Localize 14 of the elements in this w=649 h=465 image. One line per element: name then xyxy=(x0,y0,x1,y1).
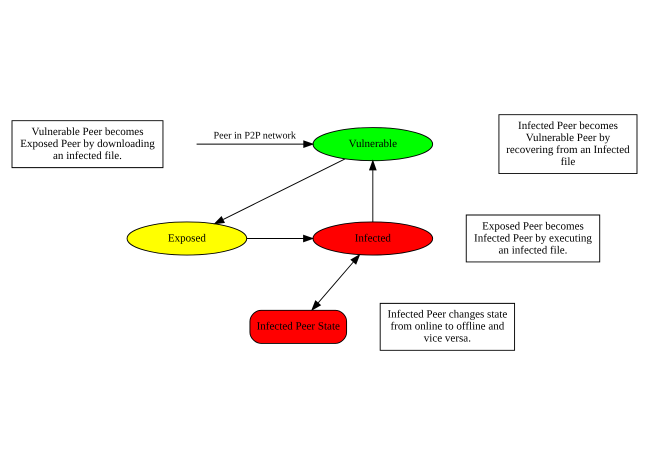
node-ellipse: Vulnerable xyxy=(312,127,434,162)
arrow xyxy=(196,140,314,148)
arrow xyxy=(368,159,377,222)
arrow xyxy=(311,254,360,312)
node-box: Infected Peer becomes Vulnerable Peer by recovering from an Infected file xyxy=(498,114,638,174)
node-box: Infected Peer changes state from online to offline and vice versa. xyxy=(380,302,516,351)
node-box: Vulnerable Peer becomes Exposed Peer by downloading an infected file. xyxy=(12,120,164,168)
node-box: Infected Peer State xyxy=(249,310,348,344)
arrow xyxy=(246,234,314,242)
arrow xyxy=(213,158,346,224)
node-box: Exposed Peer becomes Infected Peer by executing an infected file. xyxy=(466,214,600,262)
edge-label: Peer in P2P network xyxy=(213,130,296,142)
node-ellipse: Infected xyxy=(312,221,434,256)
node-ellipse: Exposed xyxy=(126,221,248,256)
